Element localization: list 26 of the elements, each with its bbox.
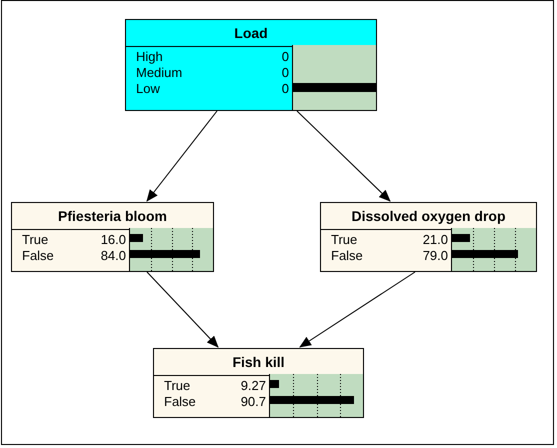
arrow <box>296 110 391 202</box>
arrow <box>146 272 219 348</box>
network-node <box>320 202 537 272</box>
state-name: Medium <box>136 65 182 81</box>
probability-value: 0 <box>282 81 289 97</box>
arrow <box>146 110 218 202</box>
state-name: Low <box>136 81 160 97</box>
probability-value: 21.0 <box>422 232 448 248</box>
state-name: True <box>331 232 358 248</box>
state-name: High <box>136 49 163 65</box>
probability-value: 90.7 <box>240 394 266 410</box>
probability-value: 16.0 <box>100 232 126 248</box>
state-name: True <box>164 378 190 394</box>
state-name: False <box>331 248 363 264</box>
network-node <box>11 202 214 272</box>
arrow <box>299 272 416 348</box>
probability-value: 9.27 <box>240 378 266 394</box>
probability-value: 0 <box>282 49 289 65</box>
state-name: False <box>164 394 196 410</box>
probability-value: 79.0 <box>422 248 448 264</box>
network-node <box>153 348 364 418</box>
probability-value: 84.0 <box>100 248 126 264</box>
state-name: True <box>22 232 48 248</box>
network-node <box>125 19 377 111</box>
state-name: False <box>22 248 54 264</box>
probability-value: 0 <box>282 65 289 81</box>
